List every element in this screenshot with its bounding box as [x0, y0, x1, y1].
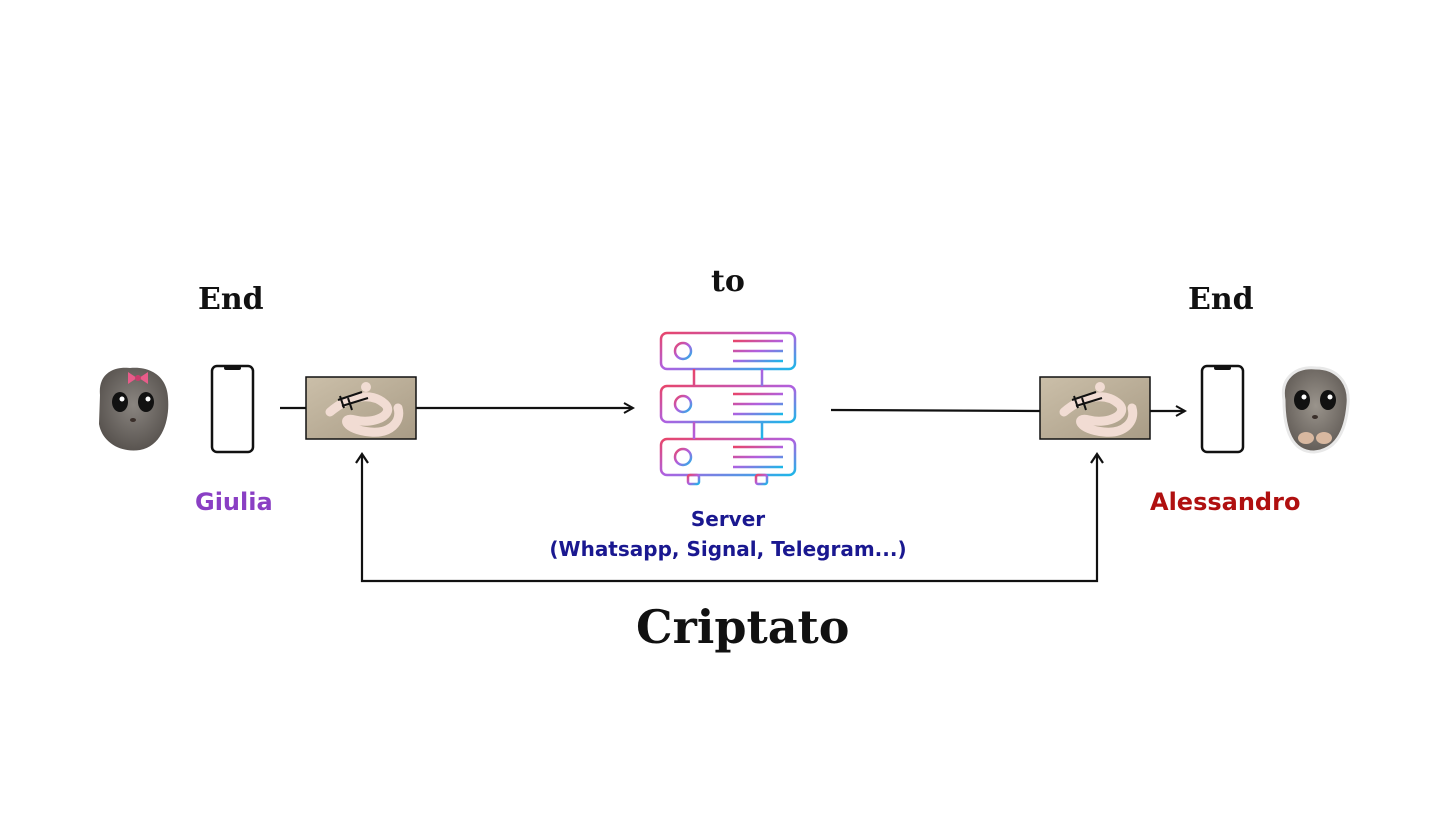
end-label-right: End [1188, 282, 1254, 317]
to-label: to [711, 264, 745, 299]
server-to-photo-line [830, 408, 1041, 413]
hamster-holding-paws-icon [1281, 366, 1350, 454]
server-rack-icon [659, 331, 797, 486]
encrypted-label: Criptato [636, 600, 850, 654]
sender-snake-photo-icon [305, 376, 417, 440]
encrypted-arrowhead-right [1090, 452, 1104, 464]
hamster-with-bow-icon [99, 367, 169, 451]
end-label-left: End [198, 282, 264, 317]
server-caption: Server (Whatsapp, Signal, Telegram...) [528, 504, 928, 564]
encrypted-path-arrows [360, 456, 1099, 583]
flow-arrows [280, 408, 1185, 583]
server-subtitle: (Whatsapp, Signal, Telegram...) [549, 537, 907, 561]
receiver-smartphone-icon [1200, 364, 1245, 454]
encrypted-arrowhead-left [355, 452, 369, 464]
receiver-name: Alessandro [1150, 488, 1301, 516]
server-title: Server [690, 507, 766, 531]
sender-smartphone-icon [210, 364, 255, 454]
receiver-snake-photo-icon [1039, 376, 1151, 440]
sender-name: Giulia [195, 488, 273, 516]
